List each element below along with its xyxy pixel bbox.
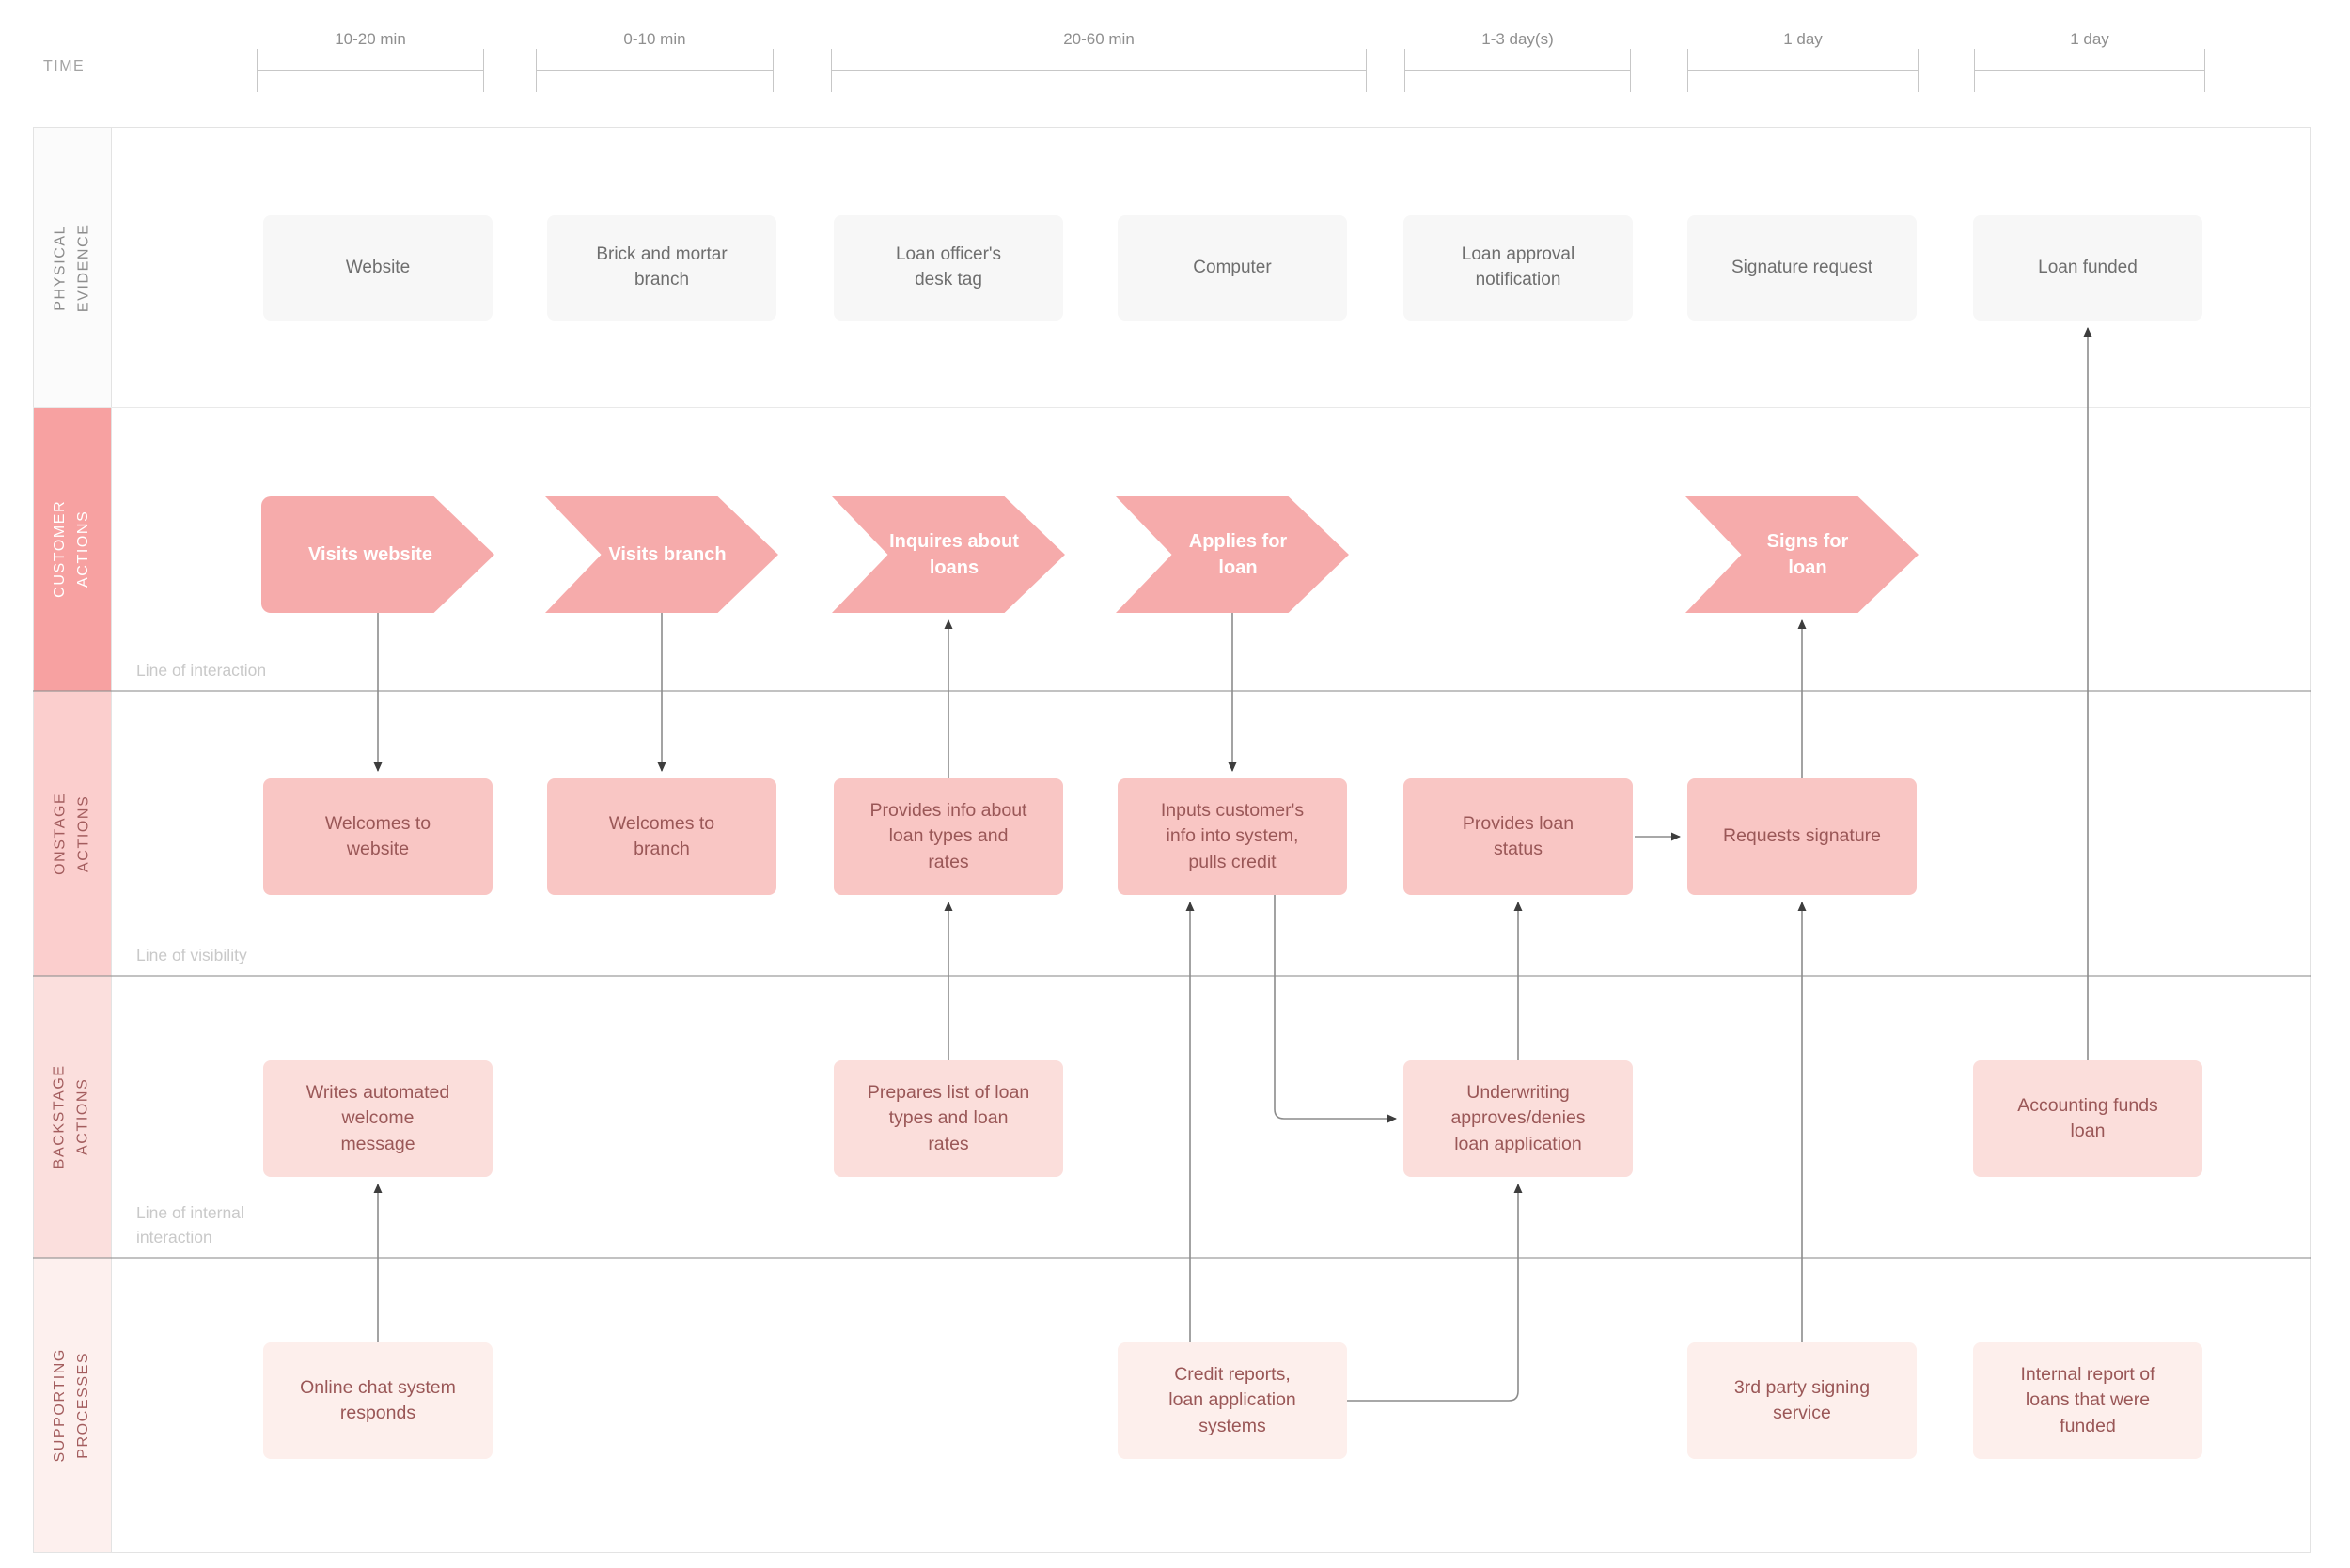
line-of-visibility-label: Line of visibility [136, 946, 247, 964]
line-of-visibility [33, 975, 2311, 977]
bracket-right-tick [1366, 49, 1367, 92]
node-label: Online chat system responds [300, 1376, 456, 1423]
node-writes-welcome-message[interactable]: Writes automated welcome message [263, 1060, 493, 1177]
node-label: Internal report of loans that were funde… [2020, 1364, 2155, 1436]
node-label: Welcomes to website [324, 812, 431, 859]
line-of-interaction-label: Line of interaction [136, 661, 267, 680]
node-label: Brick and mortar branch [596, 244, 728, 290]
bracket-left-tick [1974, 49, 1975, 92]
time-bracket-0: 10-20 min [257, 30, 484, 94]
node-online-chat-responds[interactable]: Online chat system responds [263, 1342, 493, 1459]
node-label: Credit reports, loan application systems [1168, 1364, 1296, 1436]
row-label-column-divider [111, 127, 112, 1553]
node-label: Underwriting approves/denies loan applic… [1450, 1082, 1586, 1154]
time-bracket-2: 20-60 min [831, 30, 1367, 94]
time-axis-label: TIME [43, 58, 86, 74]
line-of-interaction [33, 690, 2311, 692]
node-label: Applies for loan [1188, 531, 1288, 578]
row-label-supporting-processes: SUPPORTING PROCESSES [34, 1258, 111, 1552]
bracket-left-tick [1404, 49, 1405, 92]
time-bracket-label: 0-10 min [623, 30, 686, 48]
node-label: Requests signature [1722, 825, 1882, 847]
bracket-right-tick [483, 49, 484, 92]
node-label: Inputs customer's info into system, pull… [1160, 800, 1305, 872]
bracket-line [257, 70, 484, 71]
node-loan-approval-notification[interactable]: Loan approval notification [1403, 215, 1633, 321]
bracket-right-tick [1630, 49, 1631, 92]
node-prepares-loan-list[interactable]: Prepares list of loan types and loan rat… [834, 1060, 1063, 1177]
node-provides-loan-status[interactable]: Provides loan status [1403, 778, 1633, 895]
node-label: Writes automated welcome message [306, 1082, 450, 1154]
node-loan-officers-desk-tag[interactable]: Loan officer's desk tag [834, 215, 1063, 321]
node-accounting-funds-loan[interactable]: Accounting funds loan [1973, 1060, 2202, 1177]
node-provides-info-loans[interactable]: Provides info about loan types and rates [834, 778, 1063, 895]
bracket-line [1687, 70, 1919, 71]
row-separator [33, 407, 2311, 408]
node-label: Website [345, 257, 411, 277]
row-label-text: CUSTOMER ACTIONS [52, 499, 92, 599]
node-label: Loan officer's desk tag [895, 244, 1002, 290]
bracket-line [831, 70, 1367, 71]
node-label: Visits website [308, 544, 432, 565]
row-label-text: SUPPORTING PROCESSES [52, 1347, 91, 1463]
time-bracket-3: 1-3 day(s) [1404, 30, 1631, 94]
bracket-line [1974, 70, 2205, 71]
node-label: 3rd party signing service [1733, 1376, 1871, 1423]
node-requests-signature[interactable]: Requests signature [1687, 778, 1917, 895]
node-label: Provides loan status [1462, 812, 1574, 859]
node-brick-mortar-branch[interactable]: Brick and mortar branch [547, 215, 776, 321]
node-label: Signs for loan [1766, 531, 1849, 578]
node-label: Visits branch [608, 544, 727, 565]
row-label-customer-actions: CUSTOMER ACTIONS [34, 407, 111, 691]
bracket-line [1404, 70, 1631, 71]
node-label: Provides info about loan types and rates [870, 800, 1027, 872]
bracket-left-tick [536, 49, 537, 92]
bracket-left-tick [831, 49, 832, 92]
time-bracket-label: 1-3 day(s) [1481, 30, 1554, 48]
node-label: Inquires about loans [889, 531, 1019, 578]
bracket-left-tick [1687, 49, 1688, 92]
time-bracket-label: 10-20 min [335, 30, 406, 48]
node-internal-funded-report[interactable]: Internal report of loans that were funde… [1973, 1342, 2202, 1459]
time-bracket-label: 1 day [2070, 30, 2109, 48]
row-label-physical-evidence: PHYSICAL EVIDENCE [34, 128, 111, 407]
time-bracket-5: 1 day [1974, 30, 2205, 94]
node-third-party-signing[interactable]: 3rd party signing service [1687, 1342, 1917, 1459]
node-label: Loan approval notification [1461, 244, 1575, 290]
row-label-text: BACKSTAGE ACTIONS [52, 1064, 91, 1169]
bracket-left-tick [257, 49, 258, 92]
time-bracket-label: 1 day [1783, 30, 1823, 48]
line-of-internal-interaction [33, 1257, 2311, 1259]
node-label: Loan funded [2038, 257, 2138, 277]
time-bracket-label: 20-60 min [1063, 30, 1135, 48]
bracket-right-tick [2204, 49, 2205, 92]
time-bracket-4: 1 day [1687, 30, 1919, 94]
node-credit-reports-systems[interactable]: Credit reports, loan application systems [1118, 1342, 1347, 1459]
time-bracket-1: 0-10 min [536, 30, 774, 94]
bracket-line [536, 70, 774, 71]
node-label: Accounting funds loan [2017, 1094, 2158, 1141]
row-label-text: PHYSICAL EVIDENCE [52, 223, 92, 312]
node-computer[interactable]: Computer [1118, 215, 1347, 321]
node-label: Computer [1193, 257, 1272, 277]
row-label-onstage-actions: ONSTAGE ACTIONS [34, 691, 111, 976]
row-label-text: ONSTAGE ACTIONS [52, 792, 91, 875]
node-label: Welcomes to branch [608, 812, 715, 859]
node-welcomes-to-branch[interactable]: Welcomes to branch [547, 778, 776, 895]
node-label: Signature request [1731, 257, 1872, 277]
node-underwriting-approves[interactable]: Underwriting approves/denies loan applic… [1403, 1060, 1633, 1177]
node-loan-funded[interactable]: Loan funded [1973, 215, 2202, 321]
node-signature-request[interactable]: Signature request [1687, 215, 1917, 321]
row-label-backstage-actions: BACKSTAGE ACTIONS [34, 976, 111, 1258]
node-label: Prepares list of loan types and loan rat… [867, 1082, 1030, 1154]
bracket-right-tick [773, 49, 774, 92]
node-welcomes-to-website[interactable]: Welcomes to website [263, 778, 493, 895]
node-website[interactable]: Website [263, 215, 493, 321]
bracket-right-tick [1918, 49, 1919, 92]
node-inputs-customer-info[interactable]: Inputs customer's info into system, pull… [1118, 778, 1347, 895]
line-of-internal-interaction-label: Line of internal interaction [136, 1203, 244, 1247]
